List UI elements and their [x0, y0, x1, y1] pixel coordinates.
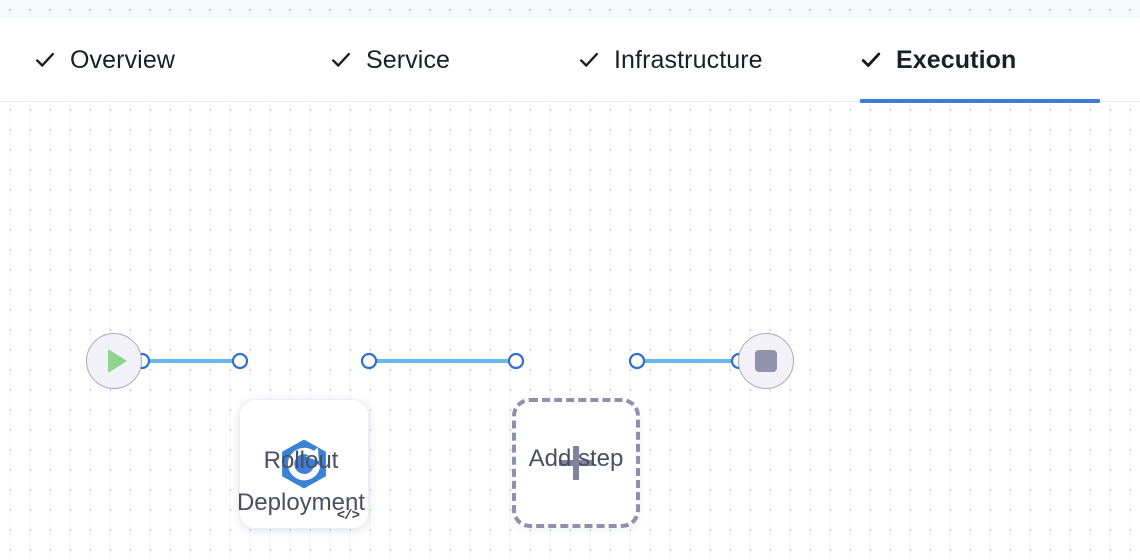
- check-icon: [34, 49, 56, 71]
- node-rollout-deployment[interactable]: </>: [239, 399, 369, 529]
- node-label-rollout-deployment: Rollout Deployment: [236, 447, 366, 516]
- code-icon: </>: [336, 508, 360, 524]
- node-label-add-step: Add step: [528, 445, 624, 472]
- tab-service[interactable]: Service: [330, 18, 510, 102]
- node-end[interactable]: [738, 333, 794, 389]
- tab-execution-label: Execution: [896, 45, 1017, 74]
- node-add-step[interactable]: [512, 398, 640, 528]
- tab-overview-label: Overview: [70, 45, 175, 74]
- check-icon: [578, 49, 600, 71]
- tab-overview[interactable]: Overview: [34, 18, 254, 102]
- check-icon: [330, 49, 352, 71]
- play-icon: [107, 349, 127, 373]
- tab-execution[interactable]: Execution: [860, 18, 1100, 103]
- rollout-deployment-icon: [282, 439, 326, 489]
- rollout-deployment-card[interactable]: </>: [239, 399, 369, 529]
- port-rollout-input[interactable]: [231, 352, 249, 370]
- wizard-tabbar: Overview Service Infrastructure: [0, 18, 1140, 103]
- tab-infrastructure-label: Infrastructure: [614, 45, 763, 74]
- end-node-circle[interactable]: [738, 333, 794, 389]
- tab-active-underline: [860, 99, 1100, 103]
- add-step-card[interactable]: [512, 398, 640, 528]
- tab-infrastructure[interactable]: Infrastructure: [578, 18, 828, 102]
- plus-icon: [559, 446, 593, 480]
- port-addstep-output[interactable]: [628, 352, 646, 370]
- stop-icon: [755, 350, 777, 372]
- node-start[interactable]: [86, 333, 142, 389]
- check-icon: [860, 49, 882, 71]
- tab-service-label: Service: [366, 45, 451, 74]
- pipeline-canvas[interactable]: </> Rollout Deployment Add step: [0, 102, 1140, 560]
- start-node-circle[interactable]: [86, 333, 142, 389]
- canvas-top-strip: [0, 0, 1140, 18]
- port-addstep-input[interactable]: [507, 352, 525, 370]
- port-rollout-output[interactable]: [360, 352, 378, 370]
